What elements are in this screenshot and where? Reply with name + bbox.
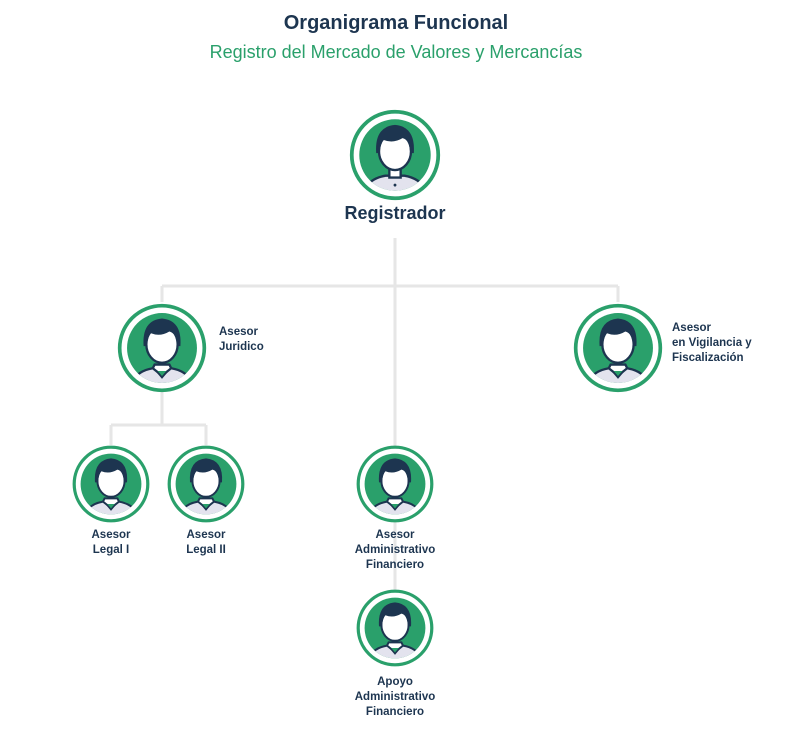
asesor-legal-1-label: Asesor Legal I bbox=[91, 529, 131, 556]
asesor-juridico-label: Asesor Juridico bbox=[219, 326, 264, 353]
asesor-vigilancia-label: Asesor en Vigilancia y Fiscalización bbox=[672, 322, 752, 364]
chart-subtitle: Registro del Mercado de Valores y Mercan… bbox=[209, 42, 583, 62]
chart-title: Organigrama Funcional bbox=[283, 12, 509, 34]
asesor-vigilancia-avatar bbox=[572, 302, 664, 394]
asesor-admin-label: Asesor Administrativo Financiero bbox=[354, 529, 436, 571]
asesor-legal-2-label: Asesor Legal II bbox=[186, 529, 226, 556]
registrador-label: Registrador bbox=[344, 203, 446, 223]
apoyo-admin-avatar bbox=[355, 588, 435, 668]
asesor-juridico-avatar bbox=[116, 302, 208, 394]
registrador-avatar bbox=[348, 108, 442, 202]
asesor-legal-2-avatar bbox=[166, 444, 246, 524]
asesor-admin-avatar bbox=[355, 444, 435, 524]
apoyo-admin-label: Apoyo Administrativo Financiero bbox=[354, 676, 436, 718]
asesor-legal-1-avatar bbox=[71, 444, 151, 524]
